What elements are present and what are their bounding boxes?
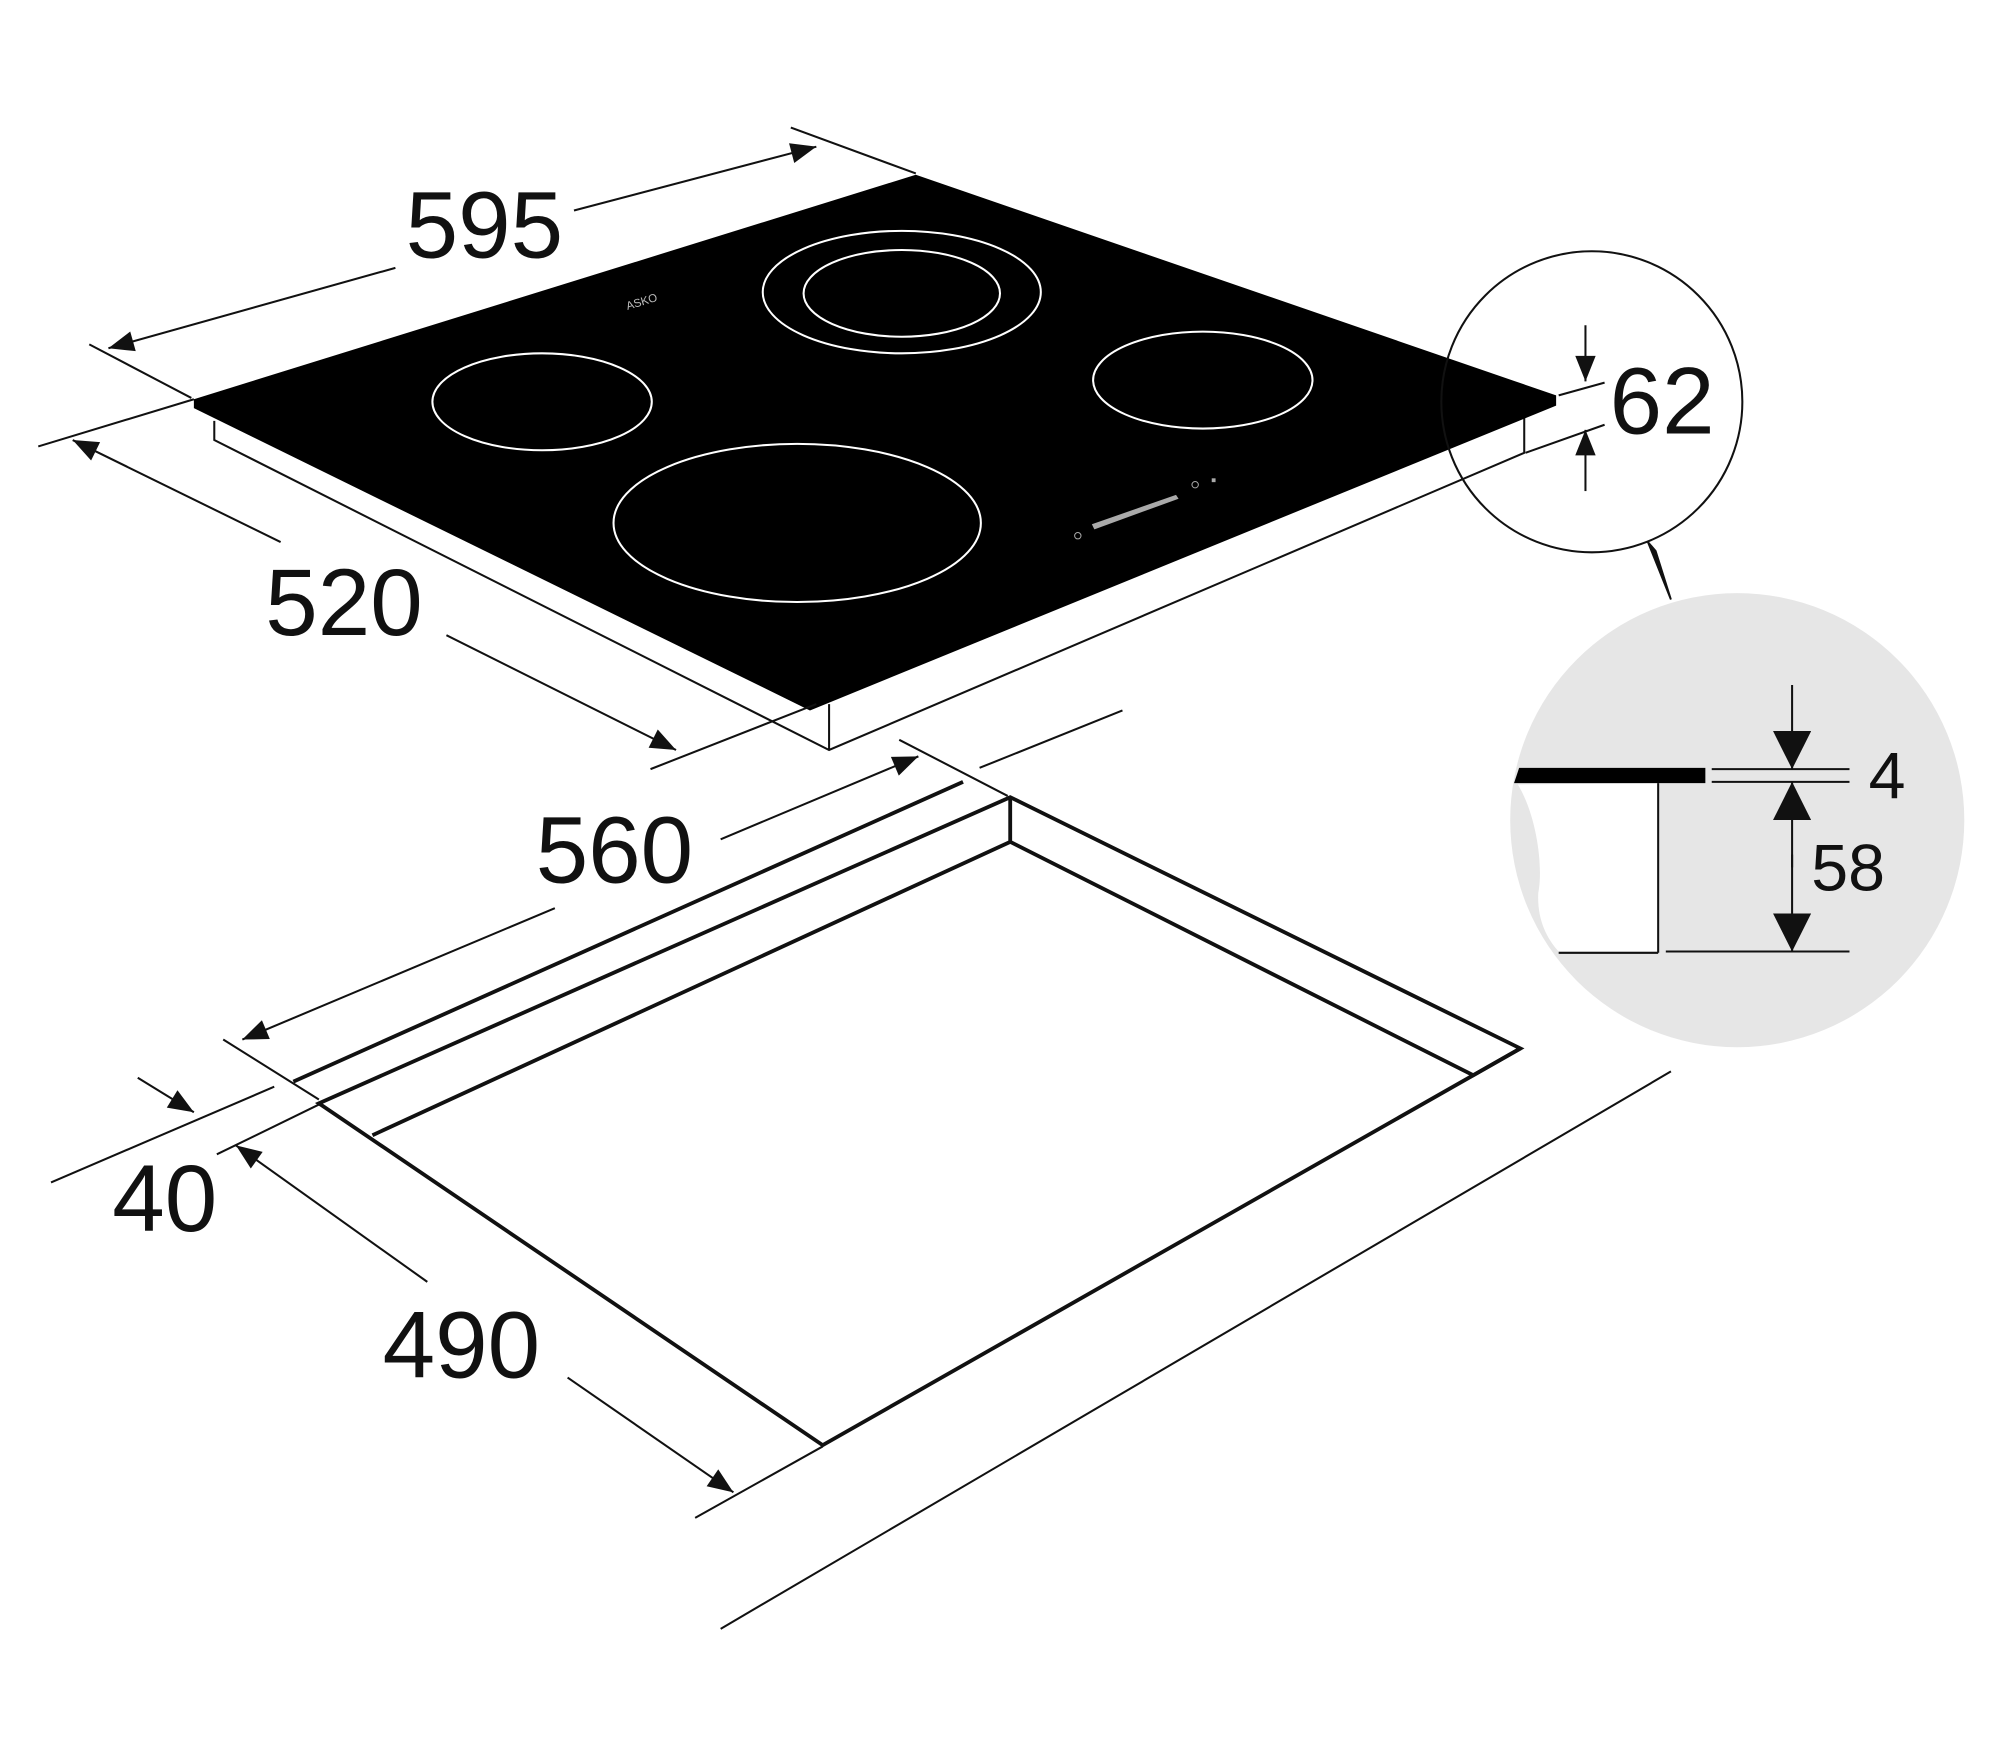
body-height-label: 58 <box>1811 831 1885 905</box>
dimension-depth-label: 520 <box>265 551 422 656</box>
timer-icon <box>1191 480 1199 489</box>
dimension-width: 595 <box>88 126 917 399</box>
worktop-section <box>1517 783 1659 952</box>
lock-icon <box>1211 478 1216 483</box>
dimension-width-label: 595 <box>406 174 563 279</box>
burner-rear-center-inner <box>802 248 1002 338</box>
dimension-cutout-depth: 490 <box>235 1144 824 1519</box>
cooktop-glass <box>193 174 1557 702</box>
worktop-edge-front <box>50 1085 275 1184</box>
worktop-edge-right <box>720 1070 1672 1630</box>
callout-pointer <box>1647 541 1672 600</box>
dimension-height: 62 <box>1440 250 1744 600</box>
dimension-depth: 520 <box>37 398 817 771</box>
cooktop: ASKO <box>193 174 1557 752</box>
dimension-front-distance: 40 <box>112 1076 320 1252</box>
section-detail: 4 58 <box>1510 593 1965 1048</box>
cooktop-body <box>213 414 1526 752</box>
worktop-edge-rear <box>979 709 1123 769</box>
dimension-height-label: 62 <box>1610 350 1715 455</box>
cutout-outline <box>314 795 1525 1448</box>
burner-rear-center-outer <box>761 229 1042 355</box>
dimension-cutout-width-label: 560 <box>536 799 693 904</box>
glass-section <box>1514 767 1706 784</box>
glass-thickness-label: 4 <box>1869 739 1906 813</box>
dimension-cutout-width: 560 <box>222 738 1009 1101</box>
dimension-cutout-depth-label: 490 <box>383 1294 540 1399</box>
cutout <box>50 709 1672 1630</box>
burner-front-large <box>612 442 982 604</box>
control-slider <box>1091 494 1179 530</box>
detail-callout-circle <box>1440 250 1744 554</box>
power-icon <box>1074 532 1082 540</box>
dimension-front-distance-label: 40 <box>112 1147 217 1252</box>
burner-right <box>1092 330 1314 430</box>
burner-left <box>431 352 653 452</box>
